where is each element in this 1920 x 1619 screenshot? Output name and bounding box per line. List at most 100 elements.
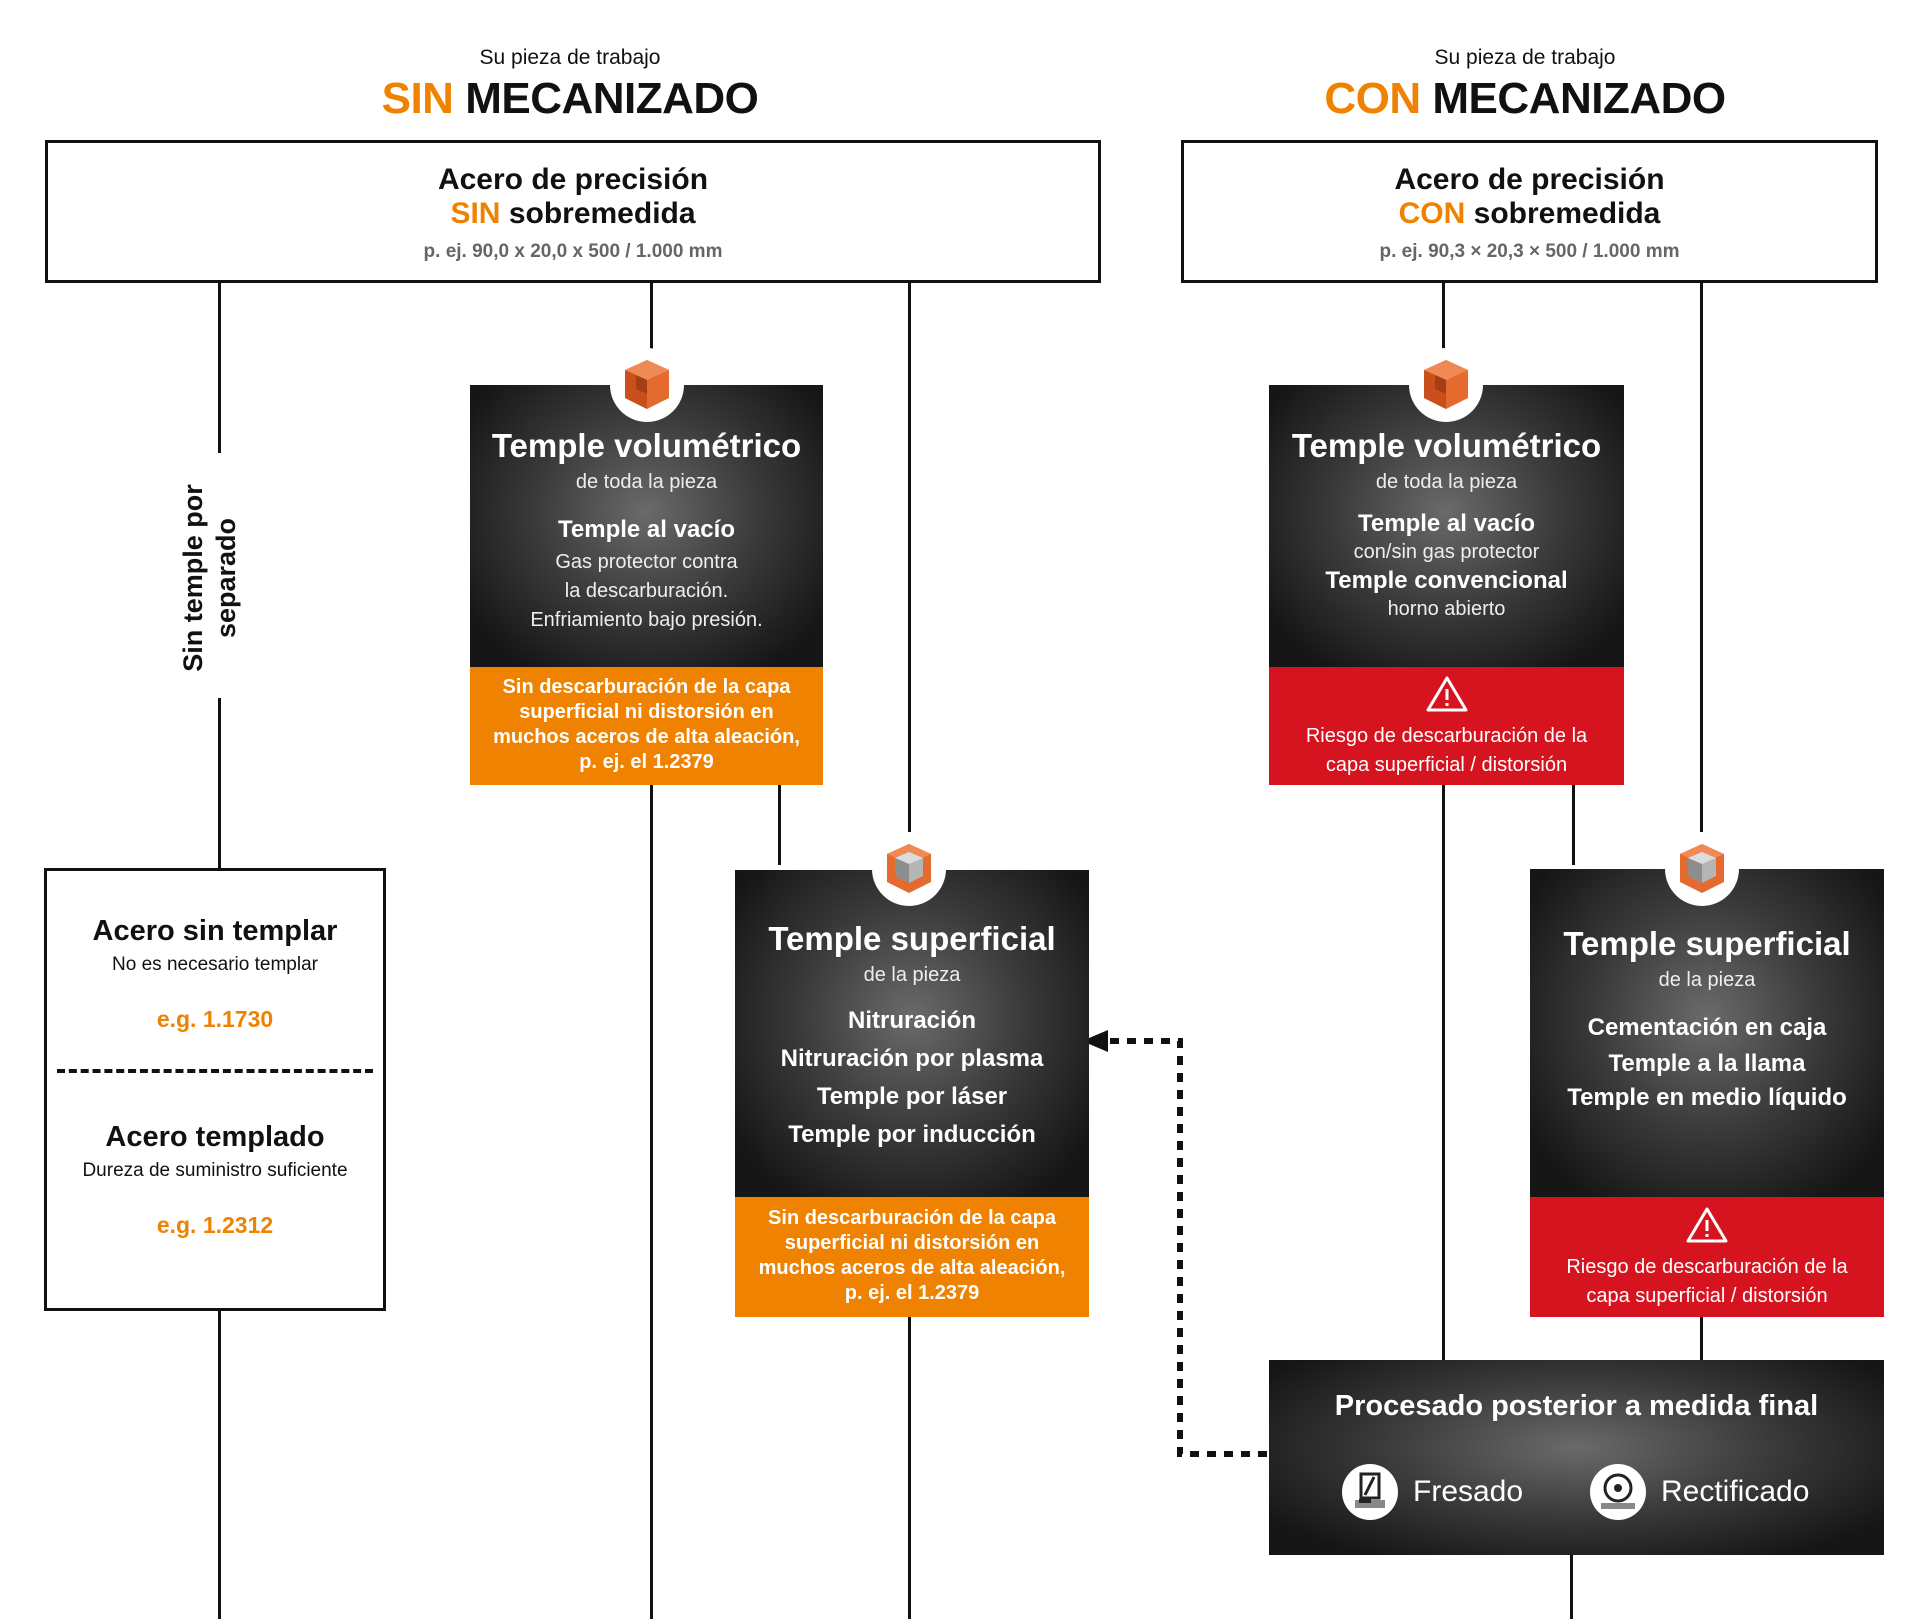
line-left-a3	[218, 1310, 221, 1619]
left-vol-note: Sin descarburación de la capa superficia…	[470, 667, 823, 785]
grinding-icon	[1590, 1464, 1646, 1520]
steel-sub-2: Dureza de suministro suficiente	[82, 1160, 348, 1181]
dotted-arrow	[1082, 1030, 1335, 1457]
milling-label: Fresado	[1413, 1475, 1524, 1508]
grinding-label: Rectificado	[1661, 1475, 1810, 1508]
steel-example-2: e.g. 1.2312	[156, 1212, 274, 1238]
line-left-c	[908, 283, 911, 843]
left-surf-note4: p. ej. el 1.2379	[844, 1282, 980, 1304]
left-surf-subtitle: de la pieza	[863, 964, 961, 986]
steel-box: Acero sin templar No es necesario templa…	[44, 868, 386, 1311]
right-surf-warn1: Riesgo de descarburación de la	[1566, 1256, 1848, 1278]
right-surf-warning: Riesgo de descarburación de la capa supe…	[1530, 1197, 1884, 1317]
steel-title-1: Acero sin templar	[92, 915, 338, 947]
line-right-e	[1570, 1552, 1573, 1619]
line-right-a	[1442, 283, 1445, 363]
right-kicker: Su pieza de trabajo	[1434, 46, 1616, 69]
right-title-accent: CON	[1324, 74, 1421, 123]
right-top-line2: CON sobremedida	[1184, 197, 1875, 231]
right-title: CON MECANIZADO	[1285, 74, 1765, 124]
right-top-line3: p. ej. 90,3 × 20,3 × 500 / 1.000 mm	[1379, 241, 1680, 262]
left-vol-method: Temple al vacío	[558, 516, 735, 543]
line-right-a2	[1442, 782, 1445, 1360]
right-vol-title: Temple volumétrico	[1291, 427, 1602, 464]
line-right-b	[1700, 283, 1703, 843]
right-top-box: Acero de precisión CON sobremedida p. ej…	[1181, 140, 1878, 283]
left-surf-note: Sin descarburación de la capa superficia…	[735, 1197, 1089, 1317]
right-surf-m1: Cementación en caja	[1587, 1014, 1827, 1041]
warning-triangle-icon	[1686, 1207, 1728, 1243]
left-surf-icon-circle	[872, 832, 946, 906]
post-title: Procesado posterior a medida final	[1334, 1390, 1819, 1422]
left-vol-note1: Sin descarburación de la capa	[502, 676, 791, 698]
right-surf-m2: Temple a la llama	[1608, 1050, 1806, 1077]
line-left-a2	[218, 698, 221, 870]
line-left-b2	[650, 780, 653, 1619]
steel-title-2: Acero templado	[105, 1121, 325, 1153]
option-grinding: Rectificado	[1589, 1462, 1809, 1522]
left-surf-m4: Temple por inducción	[788, 1121, 1036, 1148]
left-vol-note4: p. ej. el 1.2379	[579, 751, 714, 773]
steel-divider	[57, 1069, 373, 1073]
left-vol-desc3: Enfriamiento bajo presión.	[530, 609, 763, 631]
right-vol-subtitle: de toda la pieza	[1375, 471, 1518, 493]
left-top-line2: SIN sobremedida	[48, 197, 1098, 231]
left-vol-subtitle: de toda la pieza	[575, 471, 718, 493]
left-surf-note1: Sin descarburación de la capa	[768, 1207, 1056, 1229]
left-surf-m1: Nitruración	[847, 1007, 976, 1034]
line-left-a	[218, 283, 221, 453]
left-surf-note3: muchos aceros de alta aleación,	[758, 1257, 1066, 1279]
left-title: SIN MECANIZADO	[330, 74, 810, 124]
left-title-accent: SIN	[381, 74, 454, 123]
right-title-rest: MECANIZADO	[1432, 74, 1726, 123]
line-right-d	[1700, 1310, 1703, 1360]
right-vol-m1: Temple al vacío	[1358, 510, 1535, 537]
right-surf-warn2: capa superficial / distorsión	[1586, 1285, 1828, 1307]
steel-sub-1: No es necesario templar	[112, 954, 318, 975]
warning-triangle-icon	[1426, 676, 1467, 712]
right-top-line1: Acero de precisión	[1394, 163, 1665, 196]
orange-cube-icon	[625, 360, 669, 409]
right-top-line2-accent: CON	[1398, 197, 1466, 230]
left-surf-m2: Nitruración por plasma	[780, 1045, 1044, 1072]
left-top-line1: Acero de precisión	[437, 163, 709, 196]
left-surf-m3: Temple por láser	[816, 1083, 1008, 1110]
option-milling: Fresado	[1341, 1462, 1523, 1522]
left-title-rest: MECANIZADO	[465, 74, 759, 123]
orange-cube-icon	[1424, 360, 1468, 409]
right-surf-icon-circle	[1665, 832, 1739, 906]
line-right-c	[1572, 782, 1575, 865]
left-header: Su pieza de trabajo SIN MECANIZADO	[330, 46, 810, 124]
steel-example-1: e.g. 1.1730	[156, 1006, 274, 1032]
right-top-line2-rest: sobremedida	[1473, 197, 1661, 230]
left-vol-title: Temple volumétrico	[491, 427, 802, 464]
line-left-b	[650, 283, 653, 363]
line-left-d	[778, 782, 781, 865]
left-surf-box: Temple superficial de la pieza Nitruraci…	[735, 870, 1089, 1197]
left-vol-note3: muchos aceros de alta aleación,	[493, 726, 800, 748]
right-vol-box: Temple volumétrico de toda la pieza Temp…	[1269, 385, 1624, 667]
left-surf-note2: superficial ni distorsión en	[784, 1232, 1040, 1254]
right-vol-m2: Temple convencional	[1325, 567, 1568, 594]
left-top-box: Acero de precisión SIN sobremedida p. ej…	[45, 140, 1101, 283]
right-vol-m1-desc: con/sin gas protector	[1353, 541, 1540, 563]
milling-icon	[1342, 1464, 1398, 1520]
grey-core-cube-icon	[887, 844, 931, 893]
left-vol-desc2: la descarburación.	[564, 580, 729, 602]
right-vol-m2-desc: horno abierto	[1387, 598, 1506, 620]
left-top-line2-rest: sobremedida	[508, 197, 696, 230]
left-top-line3: p. ej. 90,0 x 20,0 x 500 / 1.000 mm	[423, 241, 723, 262]
left-vol-icon-circle	[610, 348, 684, 422]
right-surf-title: Temple superficial	[1563, 925, 1851, 962]
left-vol-desc1: Gas protector contra	[555, 551, 738, 573]
post-box: Procesado posterior a medida final Fresa…	[1269, 1360, 1884, 1555]
left-vol-note2: superficial ni distorsión en	[519, 701, 774, 723]
post-options: Fresado Rectificado	[1269, 1462, 1884, 1522]
right-vol-warning: Riesgo de descarburación de la capa supe…	[1269, 667, 1624, 785]
left-surf-title: Temple superficial	[768, 920, 1056, 957]
left-kicker: Su pieza de trabajo	[479, 46, 661, 69]
line-left-c2	[908, 1310, 911, 1619]
right-surf-m3: Temple en medio líquido	[1567, 1084, 1847, 1111]
right-vol-warn2: capa superficial / distorsión	[1325, 754, 1568, 776]
side-label: Sin temple por separado	[177, 468, 243, 688]
